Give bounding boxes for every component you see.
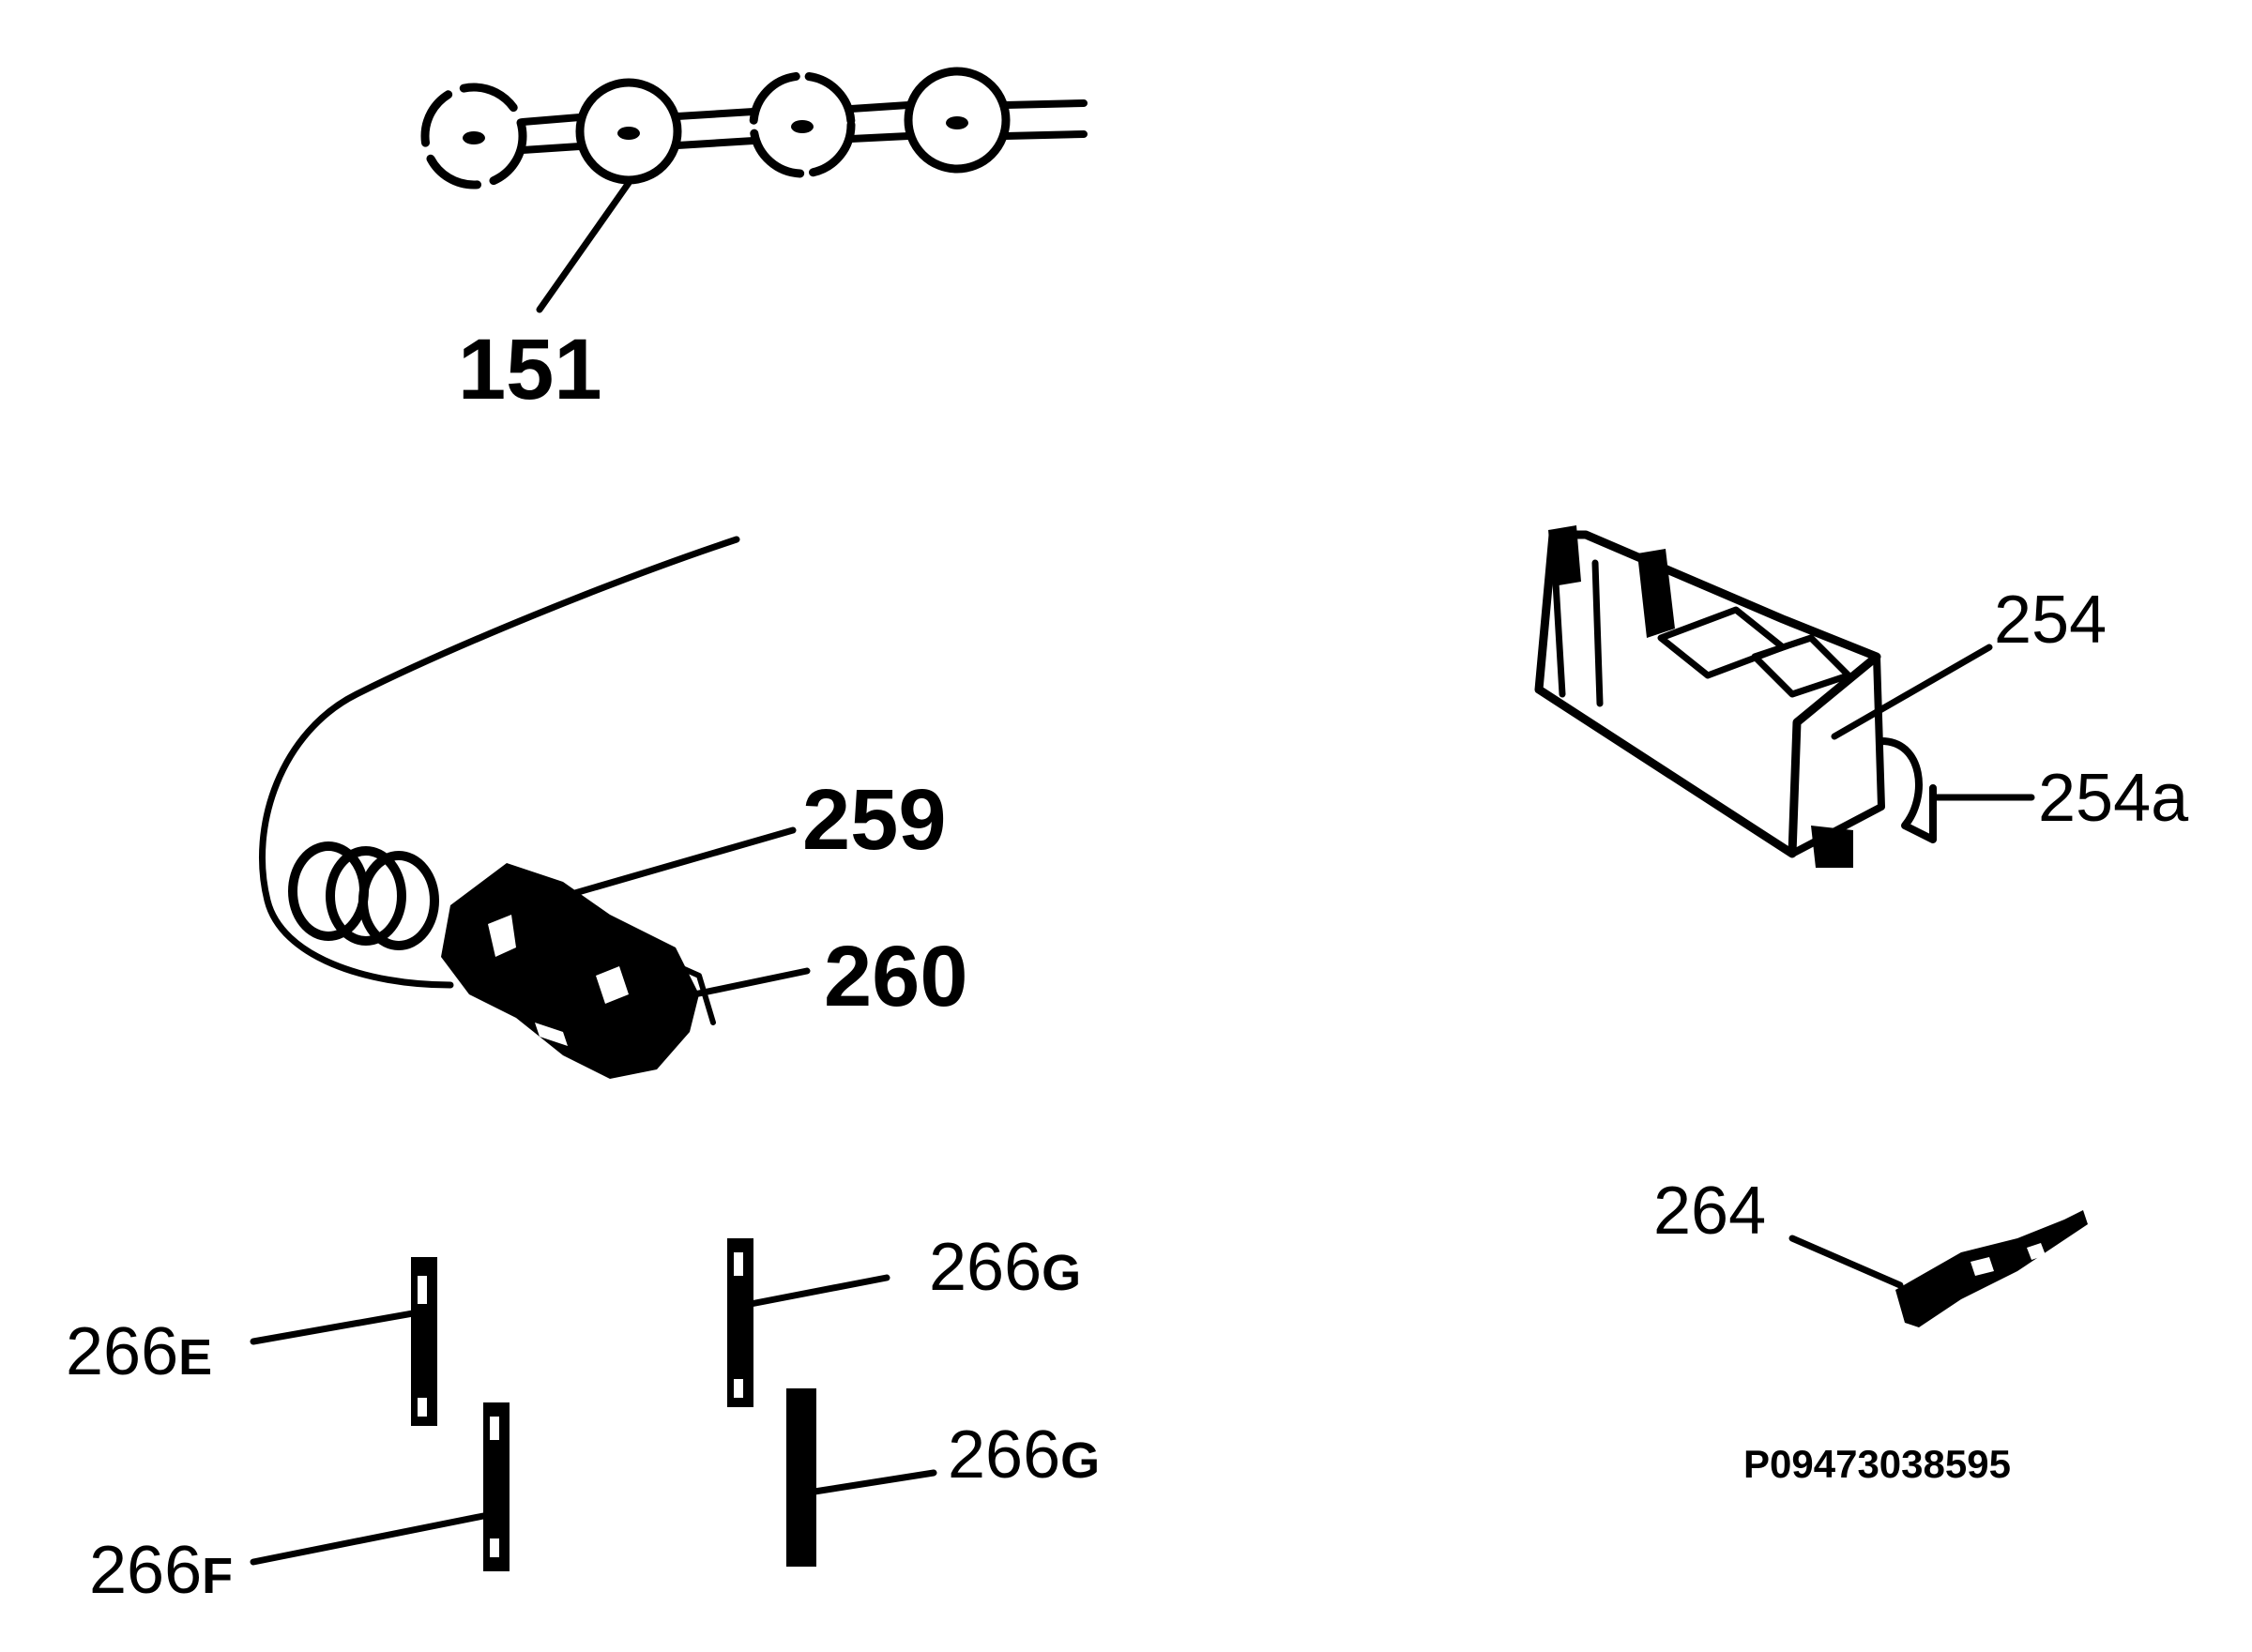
callout-151: 151 <box>458 322 602 417</box>
callout-266g-upper: 266G <box>929 1230 1081 1305</box>
callout-254a: 254a <box>2038 761 2189 836</box>
part-266e-injector <box>411 1257 437 1426</box>
callout-266f: 266F <box>89 1533 233 1608</box>
leader-254 <box>1831 644 1993 740</box>
part-264-electrode <box>1895 1210 2088 1327</box>
part-266g-injector-upper <box>727 1238 753 1407</box>
leader-266f <box>250 1511 492 1566</box>
callout-254: 254 <box>1994 583 2107 658</box>
callout-264: 264 <box>1653 1174 1766 1249</box>
leader-259 <box>545 826 797 904</box>
leader-264 <box>1788 1235 1904 1289</box>
part-151-ring-chain <box>420 67 1088 189</box>
leader-260 <box>691 967 811 998</box>
part-259-260-thermocouple-assembly <box>258 536 740 1079</box>
callout-266e: 266E <box>66 1314 212 1389</box>
callout-260: 260 <box>824 929 968 1024</box>
leader-266e <box>250 1310 417 1345</box>
part-266g-injector-lower <box>786 1388 816 1567</box>
leader-266g-upper <box>747 1274 890 1308</box>
part-254-switch-box <box>1534 525 1937 868</box>
figure-code: P09473038595 <box>1743 1442 2011 1486</box>
callout-259: 259 <box>802 772 947 868</box>
leader-266g-lower <box>811 1469 937 1495</box>
leader-151 <box>536 179 632 313</box>
callout-266g-lower: 266G <box>948 1417 1100 1493</box>
part-266f-injector <box>483 1402 510 1571</box>
